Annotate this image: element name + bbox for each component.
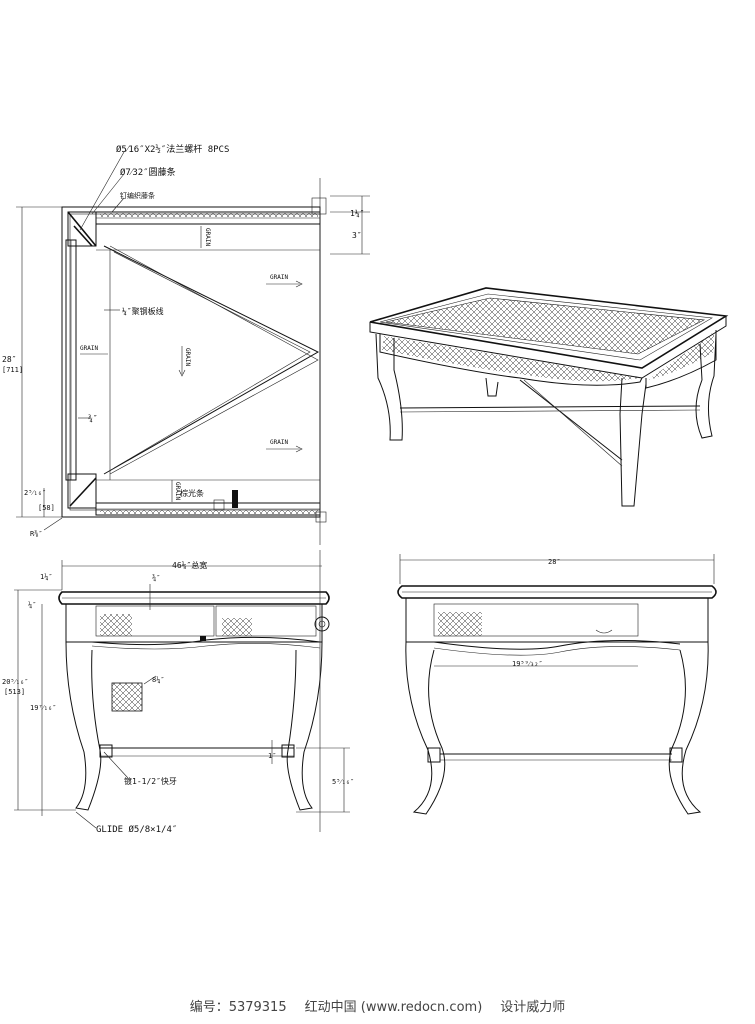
grain-center: GRAIN [184,348,191,366]
rod-label: Ø7⁄32″圆藤条 [120,166,176,178]
rattan-strip-label: 钉编织藤条 [120,191,155,200]
bolt-label: Ø5⁄16″X2½″法兰螺杆 8PCS [116,143,229,155]
dim-1-1-4-front: 1¼″ [40,573,53,581]
grain-v2: GRAIN [174,482,181,500]
dim-3-4-front: ¾″ [152,574,160,582]
dim-5-16: 5⁵⁄₁₆″ [332,778,354,786]
dim-8-4: 8¼″ [152,676,165,684]
dim-r: R⅜″ [30,529,43,538]
dim-1-center: 1″ [268,752,276,760]
watermark-footer: 编号：5379315 红动中国 (www.redocn.com) 设计威力师 [0,986,755,1024]
dim-28: 28″ [2,355,16,364]
dim-28-side: 28″ [548,558,561,566]
dim-1-4-small: ¼″ [28,601,36,609]
dim-513: [513] [4,688,25,696]
dim-20: 20⁵⁄₁₆″ [2,678,28,686]
dim-19-side: 19⁵⁹⁄₃₂″ [512,660,543,668]
perspective-view [369,287,729,507]
dim-2-5-16: 2⁵⁄₁₆″ [24,489,46,497]
grain-v1: GRAIN [204,228,211,246]
dim-1-1-4-top: 1¼″ [350,209,364,218]
side-labels: 28″ 19⁵⁹⁄₃₂″ [512,558,561,668]
dim-3-4-plan: ¾″ [88,414,98,423]
plan-labels: Ø5⁄16″X2½″法兰螺杆 8PCS Ø7⁄32″圆藤条 钉编织藤条 1¼″ … [2,143,364,538]
footer-site: 红动中国 (www.redocn.com) [304,999,483,1015]
grain-left: GRAIN [80,345,98,352]
dim-19: 19⁷⁄₁₆″ [30,704,56,712]
dim-3: 3″ [352,231,362,240]
edge-strip-label: 棕光条 [180,488,204,498]
front-elevation [14,550,350,832]
dim-58: [58] [38,504,55,512]
footer-credit: 设计威力师 [500,999,566,1015]
board-note: ¼″聚钢板线 [122,306,164,316]
footer-id: 编号：5379315 [189,999,287,1015]
side-elevation [397,554,717,815]
dim-46: 46⅛″总宽 [172,560,207,570]
bolt-front-label: 镀1-1/2″快牙 [124,776,177,786]
glide-label: GLIDE Ø5/8×1/4″ [96,824,177,835]
front-labels: 46⅛″总宽 1¼″ ¾″ ¼″ 20⁵⁄₁₆″ [513] 19⁷⁄₁₆″ 8… [2,560,354,835]
plan-view [16,151,370,545]
grain-h1: GRAIN [270,274,288,281]
dim-711: [711] [2,366,23,374]
grain-h2: GRAIN [270,439,288,446]
